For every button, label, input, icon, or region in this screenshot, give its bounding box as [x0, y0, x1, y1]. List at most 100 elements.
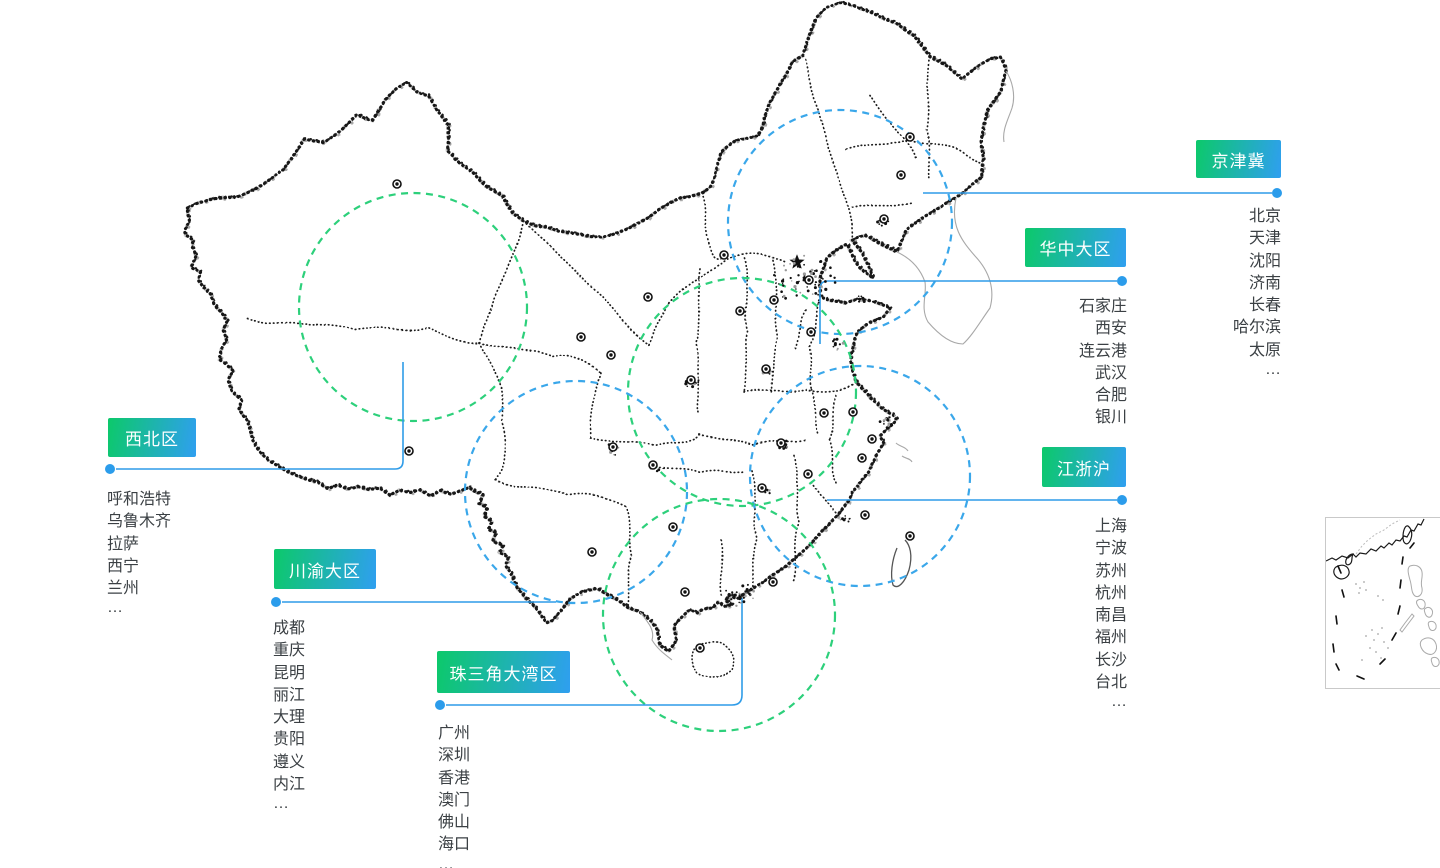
- city-marker-icon: [643, 292, 653, 302]
- city-name: 连云港: [1078, 342, 1127, 360]
- region-tag-jiangzhehu[interactable]: 江浙沪: [1042, 447, 1126, 487]
- city-name: 澳门: [438, 791, 471, 809]
- circle-xibei: [297, 191, 529, 423]
- city-marker-icon: [680, 587, 690, 597]
- connectors: [105, 188, 1282, 710]
- foreign-coastlines: [639, 70, 1015, 661]
- city-marker-icon: [819, 408, 829, 418]
- city-name: 大理: [273, 709, 306, 727]
- city-name: 贵阳: [273, 731, 306, 749]
- city-name: 宁波: [1094, 540, 1127, 558]
- province-borders: [246, 55, 982, 609]
- city-name: 武汉: [1094, 364, 1127, 382]
- city-name: 太原: [1248, 341, 1281, 359]
- city-marker-icon: [686, 375, 696, 385]
- city-marker-icon: [735, 306, 745, 316]
- city-marker-icon: [606, 350, 616, 360]
- city-marker-icon: [857, 453, 867, 463]
- city-marker-icon: [768, 577, 778, 587]
- city-name: 佛山: [438, 814, 471, 832]
- city-marker-icon: [905, 531, 915, 541]
- city-list-ellipsis: …: [1265, 361, 1281, 379]
- city-marker-icon: [905, 132, 915, 142]
- urban-speckles: [607, 218, 899, 607]
- region-tag-xibei[interactable]: 西北区: [108, 418, 196, 457]
- city-name: 西宁: [107, 557, 140, 575]
- city-name: 呼和浩特: [107, 491, 172, 508]
- city-name: 石家庄: [1078, 298, 1127, 315]
- city-name: 苏州: [1094, 562, 1127, 580]
- city-name: 合肥: [1094, 387, 1127, 405]
- circle-huazhong: [626, 276, 858, 508]
- city-marker-icon: [719, 250, 729, 260]
- city-name: 内江: [273, 776, 306, 794]
- city-list-chuanyu: 成都重庆昆明丽江大理贵阳遵义内江…: [273, 618, 413, 813]
- city-list-ellipsis: …: [438, 855, 454, 868]
- hainan-island: [692, 641, 735, 679]
- city-name: 海口: [438, 836, 471, 854]
- city-name: 丽江: [273, 686, 306, 704]
- city-list-zhusanjiao: 广州深圳香港澳门佛山海口…: [438, 723, 578, 868]
- city-name: 兰州: [107, 580, 140, 598]
- region-circles: [297, 108, 972, 733]
- city-name: 银川: [1094, 409, 1127, 427]
- city-marker-icon: [804, 275, 814, 285]
- city-list-ellipsis: …: [1111, 693, 1127, 711]
- city-marker-icon: [392, 179, 402, 189]
- city-name: 杭州: [1094, 584, 1127, 602]
- region-tag-zhusanjiao[interactable]: 珠三角大湾区: [437, 651, 570, 693]
- city-name: 长春: [1248, 297, 1281, 315]
- city-name: 哈尔滨: [1232, 319, 1281, 337]
- city-name: 北京: [1248, 208, 1281, 225]
- city-marker-icon: [848, 407, 858, 417]
- city-marker-icon: [761, 364, 771, 374]
- city-marker-icon: [576, 332, 586, 342]
- city-list-ellipsis: …: [273, 795, 289, 813]
- south-china-sea-inset-map: [1325, 517, 1440, 689]
- city-markers-layer: [392, 132, 915, 653]
- city-name: 拉萨: [107, 535, 140, 553]
- city-name: 西安: [1094, 320, 1127, 338]
- taiwan-island: [890, 539, 912, 588]
- city-marker-icon: [879, 214, 889, 224]
- city-name: 沈阳: [1248, 252, 1281, 270]
- city-marker-icon: [803, 469, 813, 479]
- city-marker-icon: [668, 522, 678, 532]
- city-name: 长沙: [1094, 651, 1127, 669]
- region-tag-chuanyu[interactable]: 川渝大区: [274, 549, 376, 589]
- city-marker-icon: [695, 643, 705, 653]
- inset-map-svg: [1325, 518, 1440, 680]
- city-marker-icon: [587, 547, 597, 557]
- city-marker-icon: [404, 446, 414, 456]
- city-marker-icon: [769, 295, 779, 305]
- city-name: 昆明: [273, 664, 306, 682]
- circle-jiangzhehu: [748, 364, 972, 588]
- city-list-jingjinji: 北京天津沈阳济南长春哈尔滨太原 …: [1130, 206, 1281, 379]
- region-tag-huazhong[interactable]: 华中大区: [1025, 228, 1126, 267]
- city-name: 遵义: [273, 753, 306, 771]
- city-name: 天津: [1248, 230, 1281, 248]
- city-marker-icon: [860, 510, 870, 520]
- city-list-huazhong: 石家庄西安连云港武汉合肥银川: [1000, 296, 1127, 430]
- city-name: 重庆: [273, 642, 306, 660]
- city-list-ellipsis: …: [107, 599, 123, 617]
- region-tag-jingjinji[interactable]: 京津冀: [1196, 140, 1281, 178]
- city-name: 济南: [1248, 274, 1281, 292]
- city-name: 乌鲁木齐: [107, 513, 172, 531]
- city-name: 广州: [438, 725, 471, 742]
- city-name: 南昌: [1094, 607, 1127, 625]
- city-name: 台北: [1094, 674, 1127, 692]
- city-name: 香港: [438, 769, 471, 787]
- city-marker-icon: [648, 460, 658, 470]
- city-name: 上海: [1094, 518, 1127, 535]
- circle-zhusanjiao: [601, 497, 837, 733]
- city-marker-icon: [806, 327, 816, 337]
- city-marker-icon: [776, 438, 786, 448]
- city-marker-icon: [757, 483, 767, 493]
- city-list-xibei: 呼和浩特乌鲁木齐拉萨西宁兰州…: [107, 489, 247, 617]
- city-name: 福州: [1094, 629, 1127, 647]
- city-marker-icon: [608, 442, 618, 452]
- city-marker-icon: [896, 170, 906, 180]
